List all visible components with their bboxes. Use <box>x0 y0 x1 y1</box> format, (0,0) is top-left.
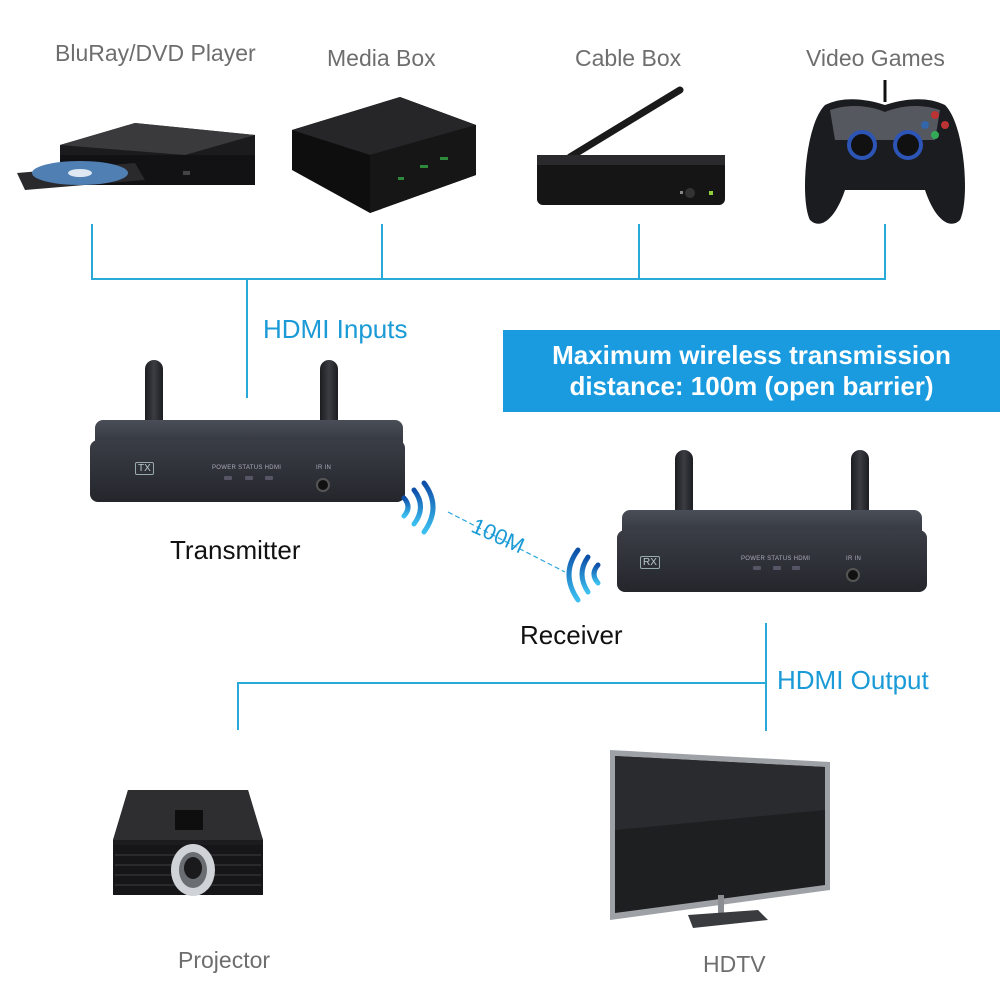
transmitter-label: Transmitter <box>170 535 301 565</box>
cable-box-icon <box>537 86 725 205</box>
connector-cable-box <box>638 224 640 279</box>
receiver-label: Receiver <box>520 620 623 650</box>
tx-led-hdmi <box>265 476 273 480</box>
label-video-games: Video Games <box>806 45 945 71</box>
signal-waves-tx-icon <box>401 480 436 535</box>
connector-bluray <box>91 224 93 279</box>
input-trunk-line <box>246 278 248 398</box>
rx-body <box>617 530 927 592</box>
label-cable-box: Cable Box <box>575 45 682 71</box>
label-bluray-player: BluRay/DVD Player <box>55 40 256 66</box>
signal-waves-rx-icon <box>566 547 601 603</box>
hdmi-inputs-label: HDMI Inputs <box>263 314 408 344</box>
tx-led-status <box>245 476 253 480</box>
output-bus-line <box>237 682 767 684</box>
bluray-player-icon <box>17 123 255 190</box>
tx-ir-jack <box>316 478 330 492</box>
media-box-icon <box>292 97 476 213</box>
tx-port-label: IR IN <box>316 465 332 471</box>
max-distance-banner: Maximum wireless transmission distance: … <box>503 330 1000 412</box>
connector-media-box <box>381 224 383 279</box>
wireless-link <box>401 480 601 603</box>
rx-antenna-left <box>675 450 693 520</box>
rx-port-label: IR IN <box>846 556 862 562</box>
tx-led-power <box>224 476 232 480</box>
tx-indicator-labels: POWER STATUS HDMI <box>212 465 282 471</box>
label-projector: Projector <box>178 947 271 973</box>
tx-tag: TX <box>135 462 154 475</box>
label-hdtv: HDTV <box>703 951 766 977</box>
rx-indicator-labels: POWER STATUS HDMI <box>741 556 811 562</box>
rx-led-status <box>773 566 781 570</box>
rx-ir-jack <box>846 568 860 582</box>
rx-led-power <box>753 566 761 570</box>
hdmi-output-label: HDMI Output <box>777 665 929 695</box>
hdtv-icon <box>610 750 830 928</box>
connector-video-games <box>884 224 886 279</box>
output-trunk-line <box>765 623 767 731</box>
banner-line-2: distance: 100m (open barrier) <box>569 371 934 401</box>
input-bus-line <box>91 278 886 280</box>
rx-tag: RX <box>640 556 660 569</box>
projector-icon <box>113 790 263 896</box>
label-media-box: Media Box <box>327 45 436 71</box>
rx-antenna-right <box>851 450 869 520</box>
tx-body <box>90 440 405 502</box>
rx-led-hdmi <box>792 566 800 570</box>
gamepad-icon <box>805 80 965 224</box>
banner-line-1: Maximum wireless transmission <box>552 340 951 370</box>
connector-projector <box>237 682 239 730</box>
